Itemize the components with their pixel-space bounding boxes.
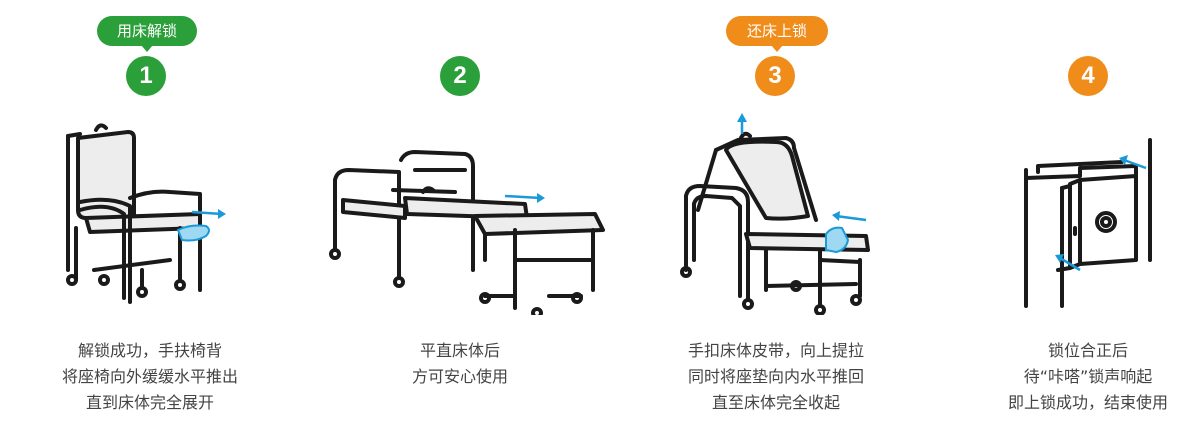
step-2-number: 2: [440, 56, 480, 96]
chair-unlock-illustration: [66, 123, 226, 304]
step-4: 4 锁位合正后 待“咔嗒”锁声响起 即上锁成功，结束使用: [938, 0, 1200, 422]
step-1-line-3: 直到床体完全展开: [85, 393, 214, 412]
step-1-badge-tail: [141, 45, 153, 52]
step-3-line-2: 同时将座垫向内水平推回: [687, 367, 864, 386]
step-4-line-1: 锁位合正后: [1047, 341, 1128, 360]
step-3-line-1: 手扣床体皮带，向上提拉: [687, 341, 864, 360]
step-1-description: 解锁成功，手扶椅背 将座椅向外缓缓水平推出 直到床体完全展开: [0, 338, 300, 416]
step-1-line-2: 将座椅向外缓缓水平推出: [61, 367, 238, 386]
bed-flat-illustration: [329, 150, 605, 315]
bed-fold-illustration: [680, 113, 870, 315]
step-3-line-3: 直至床体完全收起: [711, 393, 840, 412]
step-2-description: 平直床体后 方可安心使用: [310, 338, 610, 390]
step-1-number: 1: [126, 56, 166, 96]
step-3-badge: 还床上锁: [726, 16, 828, 46]
step-2-line-2: 方可安心使用: [411, 367, 508, 386]
step-2: 2 平直床体: [310, 0, 610, 422]
step-4-number: 4: [1068, 56, 1108, 96]
step-4-description: 锁位合正后 待“咔嗒”锁声响起 即上锁成功，结束使用: [938, 338, 1200, 416]
step-2-line-1: 平直床体后: [419, 341, 500, 360]
step-3-number: 3: [755, 56, 795, 96]
lock-mechanism-illustration: [1024, 138, 1152, 308]
step-4-line-3: 即上锁成功，结束使用: [1007, 393, 1168, 412]
step-1: 用床解锁 1: [0, 0, 300, 422]
step-1-line-1: 解锁成功，手扶椅背: [77, 341, 222, 360]
step-3: 还床上锁 3: [626, 0, 926, 422]
step-1-badge: 用床解锁: [97, 16, 197, 46]
step-4-line-2: 待“咔嗒”锁声响起: [1023, 367, 1153, 386]
step-3-badge-tail: [771, 45, 783, 52]
step-3-description: 手扣床体皮带，向上提拉 同时将座垫向内水平推回 直至床体完全收起: [626, 338, 926, 416]
